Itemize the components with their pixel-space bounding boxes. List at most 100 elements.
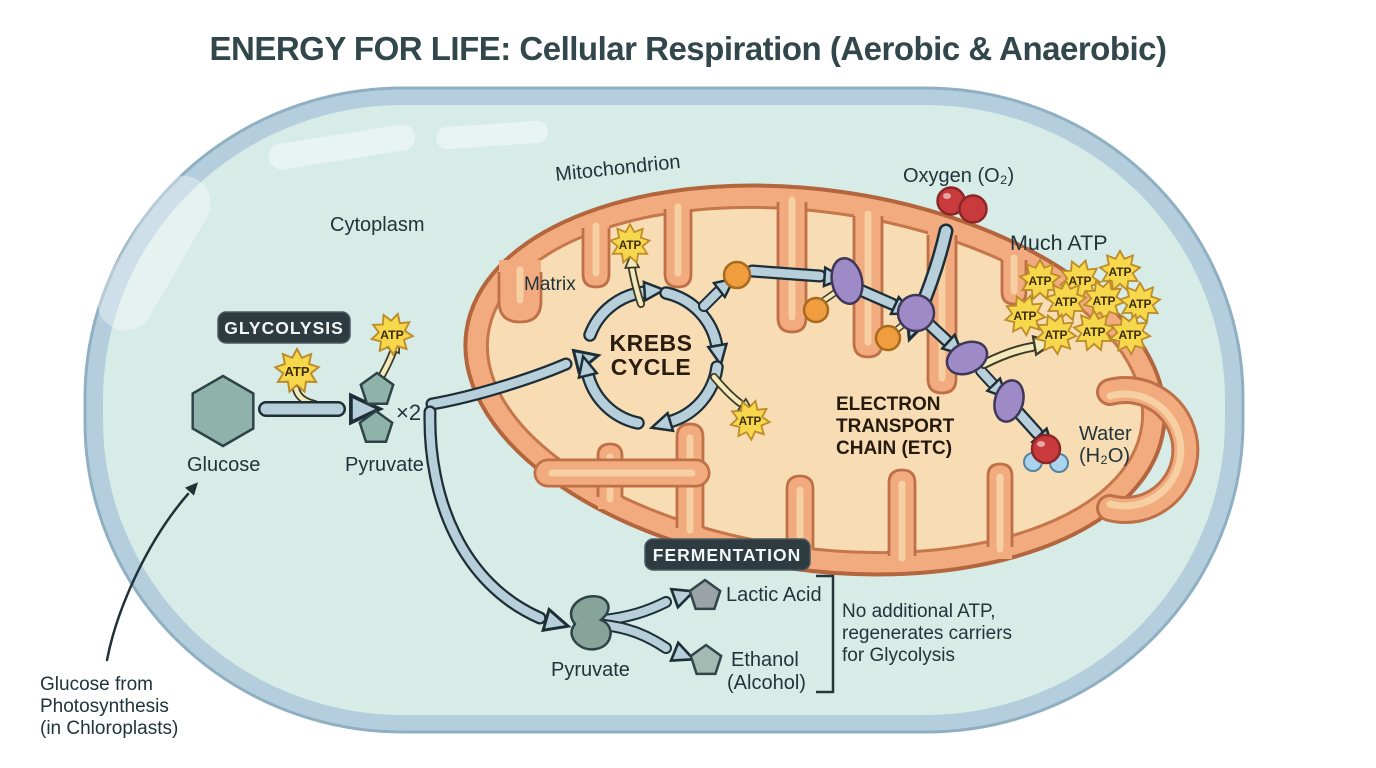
ethanol-label-line1: Ethanol	[731, 649, 799, 671]
arrow-shaft	[925, 320, 951, 345]
atp-label: ATP	[1118, 328, 1141, 342]
atp-burst: ATP	[1073, 309, 1115, 351]
fermentation-badge: FERMENTATION	[644, 538, 811, 571]
oxygen-label: Oxygen (O₂)	[903, 165, 1014, 187]
water-label-line2: (H₂O)	[1079, 445, 1130, 467]
cytoplasm-label: Cytoplasm	[330, 214, 424, 236]
arrow-shaft	[425, 407, 545, 623]
arrow-shaft	[629, 266, 644, 307]
fermentation-note-line1: No additional ATP,	[842, 601, 996, 622]
crista-fold-outline	[663, 209, 693, 289]
atp-burst: ATP	[725, 394, 776, 445]
atp-burst: ATP	[1030, 308, 1082, 359]
atp-label: ATP	[1044, 328, 1067, 342]
crista-fold-outline	[581, 228, 611, 289]
etc-complex-3	[945, 340, 989, 376]
matrix-label: Matrix	[524, 274, 576, 295]
atp-burst: ATP	[999, 289, 1051, 340]
krebs-cycle-label-line2: CYCLE	[611, 354, 691, 380]
atp-label: ATP	[619, 239, 642, 252]
atp-label: ATP	[1028, 274, 1051, 288]
arrow-shaft	[583, 370, 643, 428]
arrow-shaft	[700, 288, 722, 310]
crista-fold-outline	[497, 272, 543, 324]
lactic-acid-label: Lactic Acid	[726, 584, 822, 606]
crista-fold-outline	[776, 202, 808, 334]
atp-label: ATP	[739, 415, 762, 428]
etc-complex-4	[993, 379, 1025, 423]
atp-burst: ATP	[1119, 281, 1161, 323]
crista-fold-outline	[675, 422, 705, 528]
glucose-source-line2: Photosynthesis	[40, 696, 169, 717]
crista-hook	[1096, 376, 1200, 524]
etc-complex-2	[896, 293, 936, 333]
atp-label: ATP	[1068, 274, 1091, 288]
krebs-cycle-label-line1: KREBS	[609, 330, 692, 356]
atp-label: ATP	[1013, 309, 1036, 323]
atp-label: ATP	[1092, 294, 1115, 308]
arrow-shaft	[747, 266, 825, 281]
pyruvate-molecule-2	[358, 409, 394, 444]
etc-label-line1: ELECTRON	[836, 394, 941, 415]
atp-burst: ATP	[1078, 274, 1130, 325]
atp-label: ATP	[1128, 297, 1151, 311]
atp-label: ATP	[1108, 265, 1131, 279]
electron-carriers	[722, 260, 902, 352]
crista-fold-outline	[1000, 260, 1028, 306]
glucose-source-line1: Glucose from	[40, 674, 153, 695]
arrow-shaft	[661, 288, 722, 352]
atp-burst: ATP	[1045, 279, 1087, 321]
fermentation-products-bracket	[816, 574, 835, 694]
arrow-shaft	[427, 359, 571, 409]
arrow-shaft	[977, 367, 996, 387]
atp-burst: ATP	[1054, 254, 1106, 305]
arrow-shaft	[600, 598, 670, 624]
ethanol-molecule	[689, 643, 723, 676]
atp-burst: ATP	[1104, 308, 1156, 359]
carrier-orange-1	[722, 260, 752, 290]
cell-highlight	[97, 175, 211, 331]
crista-fold-outline	[785, 474, 815, 550]
glucose-label: Glucose	[187, 454, 260, 476]
fermentation-pyruvate-label: Pyruvate	[551, 659, 630, 681]
carrier-orange-2	[802, 296, 830, 324]
water-label-line1: Water	[1079, 423, 1132, 445]
oxygen-molecule	[936, 186, 988, 224]
carrier-orange-3	[874, 324, 902, 352]
arrow-shaft	[981, 344, 1035, 367]
much-atp-label: Much ATP	[1010, 231, 1108, 255]
etc-complex-1	[830, 257, 864, 305]
arrow-shaft	[1014, 408, 1042, 438]
page-title: ENERGY FOR LIFE: Cellular Respiration (A…	[210, 30, 1167, 67]
ethanol-label-line2: (Alcohol)	[727, 672, 806, 694]
glycolysis-badge-label: GLYCOLYSIS	[224, 318, 344, 338]
thin-arrow	[105, 492, 190, 662]
fermentation-note-line2: regenerates carriers	[842, 623, 1012, 644]
atp-burst: ATP	[274, 348, 320, 393]
fermentation-badge-label: FERMENTATION	[653, 545, 801, 565]
arrow-shaft	[821, 290, 838, 303]
water-molecule	[1023, 433, 1069, 473]
atp-burst: ATP	[1019, 258, 1061, 300]
etc-label-line2: TRANSPORT	[836, 416, 955, 437]
cell-highlight	[268, 124, 416, 170]
arrow-shaft	[600, 621, 670, 652]
atp-label: ATP	[1054, 295, 1077, 309]
fermentation-pyruvate-molecule	[569, 595, 612, 651]
pyruvate-molecule-1	[359, 371, 395, 406]
cell-highlight	[436, 120, 548, 150]
atp-burst: ATP	[1099, 249, 1141, 291]
crista-fold-outline	[887, 468, 917, 556]
crista-fold-outline	[926, 235, 958, 395]
fermentation-note-line3: for Glycolysis	[842, 645, 955, 666]
etc-protein-complexes	[830, 257, 1025, 423]
glucose-molecule	[191, 374, 255, 448]
etc-label-line3: CHAIN (ETC)	[836, 438, 952, 459]
arrow-shaft	[711, 374, 743, 406]
crista-fold-outline	[986, 462, 1014, 547]
pyruvate-count-label: ×2	[396, 400, 421, 425]
pyruvate-label: Pyruvate	[345, 454, 424, 476]
